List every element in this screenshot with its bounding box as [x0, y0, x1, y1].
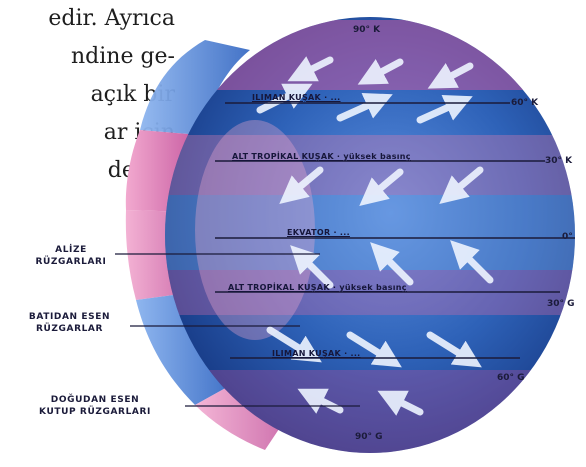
lat-30n-label: 30° K	[545, 156, 572, 166]
westerlies-label: BATIDAN ESEN RÜZGARLAR	[12, 311, 127, 335]
alize-label-line-1: ALİZE	[16, 244, 126, 256]
lat-equator-label: 0°	[562, 232, 573, 242]
band-ilman-north: ILIMAN KUŞAK · ...	[252, 93, 341, 102]
westerlies-label-line-2: RÜZGARLAR	[12, 323, 127, 335]
band-subtropical-south: ALT TROPİKAL KUŞAK · yüksek basınç	[228, 283, 407, 292]
band-equator: EKVATOR · ...	[287, 228, 350, 237]
lat-60n-label: 60° K	[511, 98, 538, 108]
band-subtropical-north: ALT TROPİKAL KUŞAK · yüksek basınç	[232, 152, 411, 161]
westerlies-label-line-1: BATIDAN ESEN	[12, 311, 127, 323]
band-ilman-south: ILIMAN KUŞAK · ...	[272, 349, 361, 358]
lat-30s-label: 30° G	[547, 299, 575, 309]
alize-label-line-2: RÜZGARLARI	[16, 256, 126, 268]
polar-label-line-2: KUTUP RÜZGARLARI	[5, 406, 185, 418]
alize-winds-label: ALİZE RÜZGARLARI	[16, 244, 126, 268]
lat-60s-label: 60° G	[497, 373, 525, 383]
polar-label-line-1: DOĞUDAN ESEN	[5, 394, 185, 406]
polar-easterlies-label: DOĞUDAN ESEN KUTUP RÜZGARLARI	[5, 394, 185, 418]
lat-90s-label: 90° G	[355, 432, 383, 442]
lat-90n-label: 90° K	[353, 25, 380, 35]
